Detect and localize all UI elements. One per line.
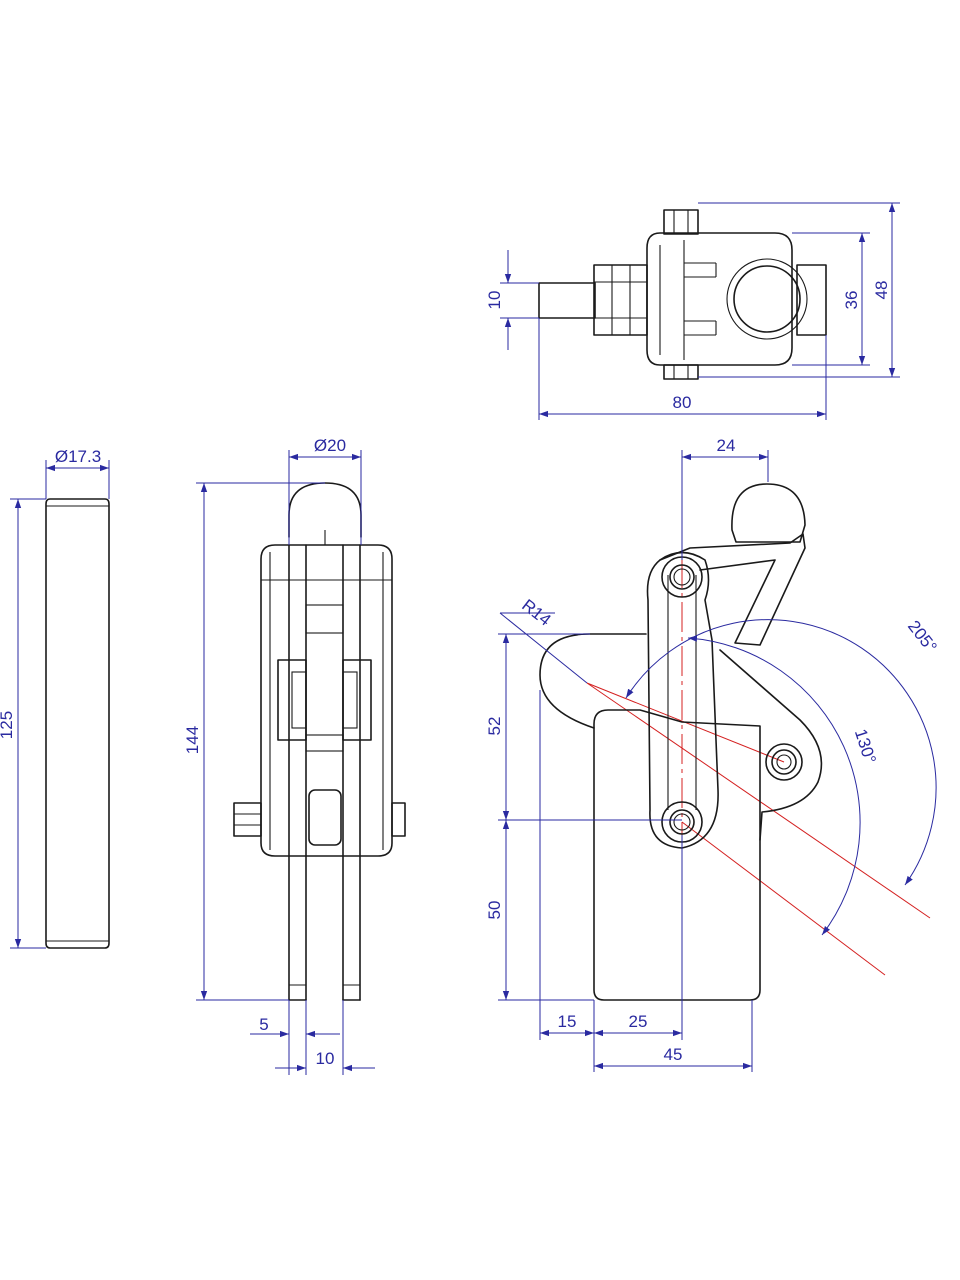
front-view-outline (233, 482, 406, 1001)
rod-diameter-label: Ø17.3 (55, 447, 101, 466)
top-inner-label: 36 (842, 291, 861, 310)
top-arm-label: 10 (485, 291, 504, 310)
front-height-label: 144 (183, 726, 202, 754)
side-lower-label: 50 (485, 901, 504, 920)
side-centerlines (586, 558, 931, 976)
side-base-width-label: 45 (664, 1045, 683, 1064)
top-outer-label: 48 (872, 281, 891, 300)
side-radius-label: R14 (518, 596, 554, 630)
side-view-dimensions (498, 450, 769, 1072)
side-angle-large-label: 205° (904, 617, 941, 656)
top-view-outline (538, 209, 827, 380)
front-plate-label: 10 (316, 1049, 335, 1068)
top-view: 80 10 36 48 (485, 202, 900, 420)
side-view: 24 R14 52 50 15 25 45 205° 130° (485, 436, 941, 1072)
side-angle-small-label: 130° (851, 727, 880, 766)
side-knob-offset-label: 24 (717, 436, 736, 455)
top-view-dimensions (500, 202, 900, 420)
rod-length-label: 125 (0, 711, 16, 739)
rod-dimensions (10, 460, 110, 949)
rod-view: Ø17.3 125 (0, 447, 110, 949)
front-view-dimensions (196, 450, 375, 1075)
front-view: Ø20 144 5 10 (183, 436, 406, 1075)
side-upper-label: 52 (485, 717, 504, 736)
front-knob-diameter-label: Ø20 (314, 436, 346, 455)
side-angle-arcs (625, 619, 937, 936)
side-view-outline (539, 483, 823, 1001)
side-left-offset-label: 15 (558, 1012, 577, 1031)
rod-outline (45, 498, 110, 949)
front-gap-label: 5 (259, 1015, 268, 1034)
side-pivot-offset-label: 25 (629, 1012, 648, 1031)
top-width-label: 80 (673, 393, 692, 412)
